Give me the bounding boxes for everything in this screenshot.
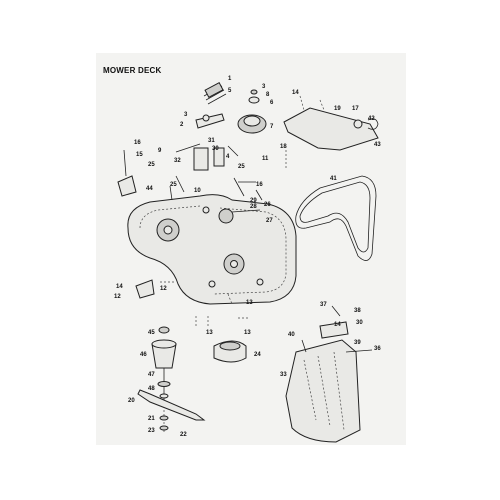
callout-25: 25 [148, 162, 155, 168]
callout-4: 4 [226, 154, 230, 160]
washer-top [248, 96, 260, 104]
callout-46: 46 [140, 352, 147, 358]
callout-24: 24 [254, 352, 261, 358]
nut-top [250, 89, 258, 95]
callout-30-chute: 30 [356, 320, 363, 326]
callout-39: 39 [354, 340, 361, 346]
callout-38: 38 [354, 308, 361, 314]
callout-10: 10 [194, 188, 201, 194]
deck-hole-3 [256, 278, 264, 286]
deck-hole-2 [208, 280, 216, 288]
lift-bracket [283, 107, 379, 151]
callout-15: 15 [136, 152, 143, 158]
mower-blade [137, 389, 206, 421]
idler-pulley [218, 208, 234, 224]
callout-37: 37 [320, 302, 327, 308]
bracket-plate [213, 147, 225, 167]
callout-1: 1 [228, 76, 232, 82]
callout-22: 22 [180, 432, 187, 438]
left-hanger-bracket [117, 175, 137, 197]
callout-26: 26 [264, 202, 271, 208]
callout-33: 33 [280, 372, 287, 378]
diagram-title: MOWER DECK [103, 66, 162, 75]
callout-41: 41 [330, 176, 337, 182]
callout-13-mid: 13 [206, 330, 213, 336]
callout-36: 36 [374, 346, 381, 352]
callout-48: 48 [148, 386, 155, 392]
callout-45: 45 [148, 330, 155, 336]
spring-bracket [204, 82, 224, 98]
idler-arm [195, 113, 225, 129]
callout-13-deck: 13 [246, 300, 253, 306]
callout-7: 7 [270, 124, 274, 130]
callout-17: 17 [352, 106, 359, 112]
callout-16-right: 16 [256, 182, 263, 188]
spindle-washer [159, 393, 169, 399]
callout-44: 44 [146, 186, 153, 192]
callout-40: 40 [288, 332, 295, 338]
callout-29: 29 [250, 198, 257, 204]
callout-43: 43 [374, 142, 381, 148]
callout-11: 11 [262, 156, 269, 162]
spindle-nut [158, 326, 170, 334]
callout-12-left: 12 [114, 294, 121, 300]
callout-30: 30 [212, 146, 219, 152]
callout-13-right: 13 [244, 330, 251, 336]
left-baffle [135, 279, 155, 299]
callout-12: 12 [160, 286, 167, 292]
spindle-pulley-bottom [157, 381, 171, 387]
callout-31: 31 [208, 138, 215, 144]
callout-2: 2 [180, 122, 184, 128]
callout-27: 27 [266, 218, 273, 224]
callout-19: 19 [334, 106, 341, 112]
callout-28: 28 [250, 204, 257, 210]
callout-32: 32 [174, 158, 181, 164]
callout-6: 6 [270, 100, 274, 106]
callout-3-top: 3 [262, 84, 266, 90]
callout-42: 42 [368, 116, 375, 122]
callout-47: 47 [148, 372, 155, 378]
callout-25-mid: 25 [170, 182, 177, 188]
callout-16: 16 [134, 140, 141, 146]
callout-8: 8 [266, 92, 270, 98]
chute-hinge-bracket [319, 321, 349, 339]
callout-9: 9 [158, 148, 162, 154]
callout-20: 20 [128, 398, 135, 404]
callout-3: 3 [184, 112, 188, 118]
callout-14-chute: 14 [334, 322, 341, 328]
callout-14-left: 14 [116, 284, 123, 290]
callout-18: 18 [280, 144, 287, 150]
deck-hole-1 [202, 206, 210, 214]
discharge-chute [285, 339, 361, 443]
drive-belt [295, 175, 377, 261]
callout-5: 5 [228, 88, 232, 94]
callout-14-top: 14 [292, 90, 299, 96]
callout-21: 21 [148, 416, 155, 422]
callout-25-right: 25 [238, 164, 245, 170]
idler-bracket [193, 147, 209, 171]
callout-23: 23 [148, 428, 155, 434]
callout-numbers: 1 5 3 2 3 8 6 7 31 30 9 32 4 11 25 25 10… [114, 76, 381, 438]
